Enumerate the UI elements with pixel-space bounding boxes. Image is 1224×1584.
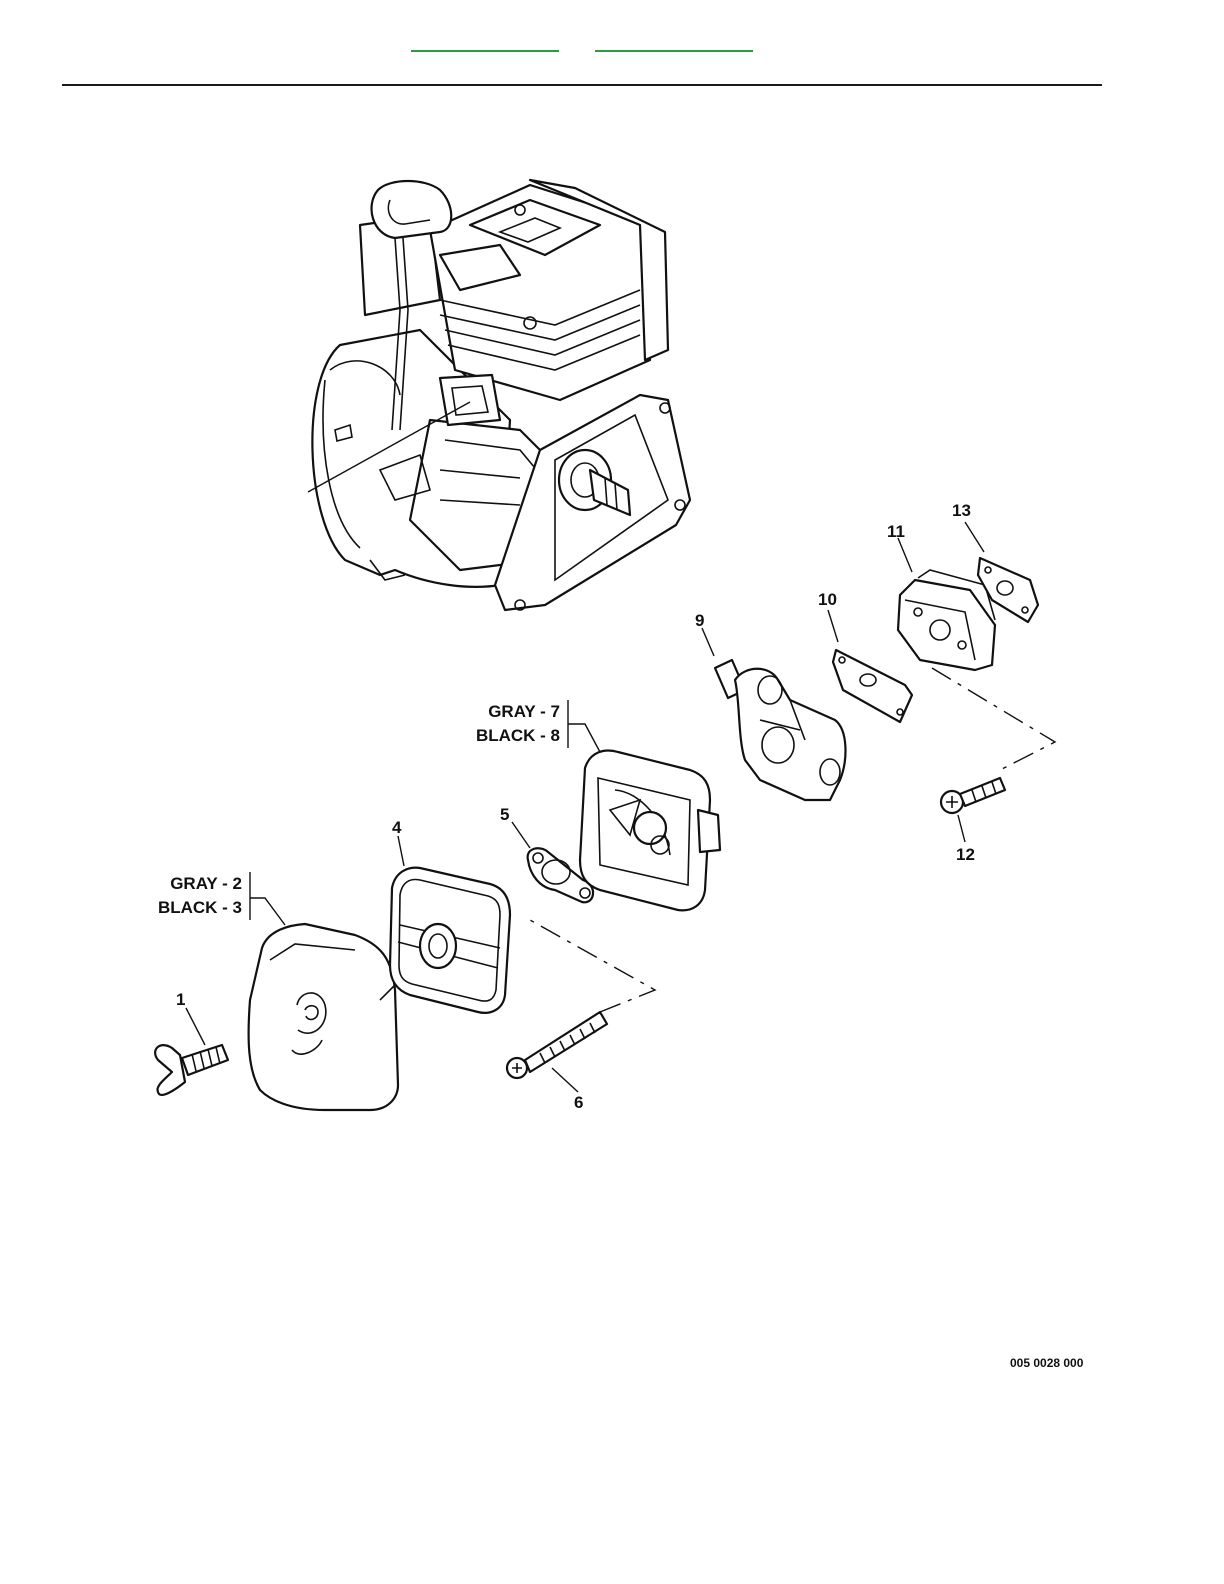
part-12-screw: 12	[941, 778, 1005, 864]
callout-7: GRAY - 7	[488, 702, 560, 721]
part-6-long-screw: 6	[507, 920, 655, 1112]
part-9-carburetor: 9	[695, 611, 845, 800]
part-7-8-filter-base: GRAY - 7 BLACK - 8	[476, 700, 720, 910]
part-11-insulator: 11	[887, 522, 1055, 770]
callout-8: BLACK - 8	[476, 726, 560, 745]
part-2-3-air-filter-cover: GRAY - 2 BLACK - 3	[158, 872, 398, 1110]
engine-assembly	[308, 180, 690, 610]
part-10-gasket: 10	[818, 590, 912, 722]
callout-9: 9	[695, 611, 704, 630]
callout-6: 6	[574, 1093, 583, 1112]
callout-4: 4	[392, 818, 402, 837]
callout-13: 13	[952, 501, 971, 520]
callout-3: BLACK - 3	[158, 898, 242, 917]
callout-12: 12	[956, 845, 975, 864]
part-4-filter-element: 4	[390, 818, 510, 1013]
callout-11: 11	[887, 522, 905, 541]
part-1-wing-bolt: 1	[155, 990, 228, 1095]
callout-5: 5	[500, 805, 509, 824]
part-5-plate: 5	[500, 805, 593, 902]
reference-number: 005 0028 000	[1010, 1356, 1083, 1370]
callout-2: GRAY - 2	[170, 874, 242, 893]
callout-10: 10	[818, 590, 837, 609]
callout-1: 1	[176, 990, 185, 1009]
